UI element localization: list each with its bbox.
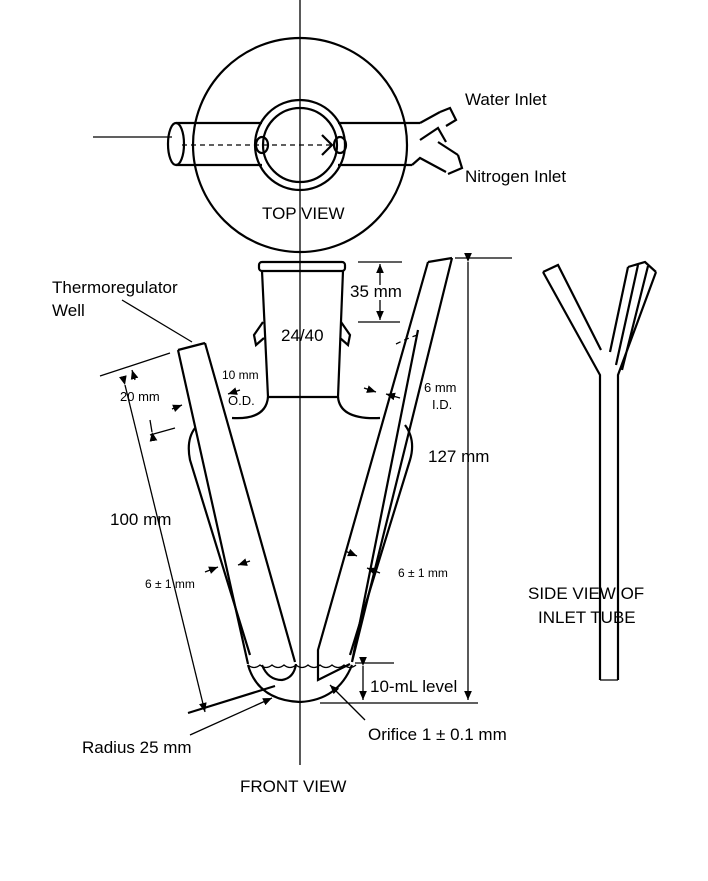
thermoregulator-label: Thermoregulator <box>52 278 178 297</box>
water-inlet-label: Water Inlet <box>465 90 547 109</box>
side-view-title-line1: SIDE VIEW OF <box>528 584 644 603</box>
nitrogen-inlet-label: Nitrogen Inlet <box>465 167 566 186</box>
neck-length-label: 35 mm <box>350 282 402 301</box>
top-view-title: TOP VIEW <box>262 204 345 223</box>
well-length-label: 100 mm <box>110 510 171 529</box>
level-label: 10-mL level <box>370 677 457 696</box>
gap-left-label: 6 ± 1 mm <box>145 577 195 591</box>
od-label: O.D. <box>228 393 255 408</box>
radius-label: Radius 25 mm <box>82 738 192 757</box>
side-view-inlet-tube-drawing <box>542 260 658 681</box>
side-view-title-line2: INLET TUBE <box>538 608 636 627</box>
well-offset-label: 20 mm <box>120 389 160 404</box>
gap-right-label: 6 ± 1 mm <box>398 566 448 580</box>
total-height-label: 127 mm <box>428 447 489 466</box>
joint-size-label: 24/40 <box>281 326 324 345</box>
od-value-label: 10 mm <box>222 368 259 382</box>
well-label: Well <box>52 301 85 320</box>
front-view-title: FRONT VIEW <box>240 777 346 796</box>
id-label: I.D. <box>432 397 452 412</box>
top-view-drawing <box>93 36 464 254</box>
orifice-label: Orifice 1 ± 0.1 mm <box>368 725 507 744</box>
front-view-drawing <box>99 252 512 736</box>
id-value-label: 6 mm <box>424 380 457 395</box>
